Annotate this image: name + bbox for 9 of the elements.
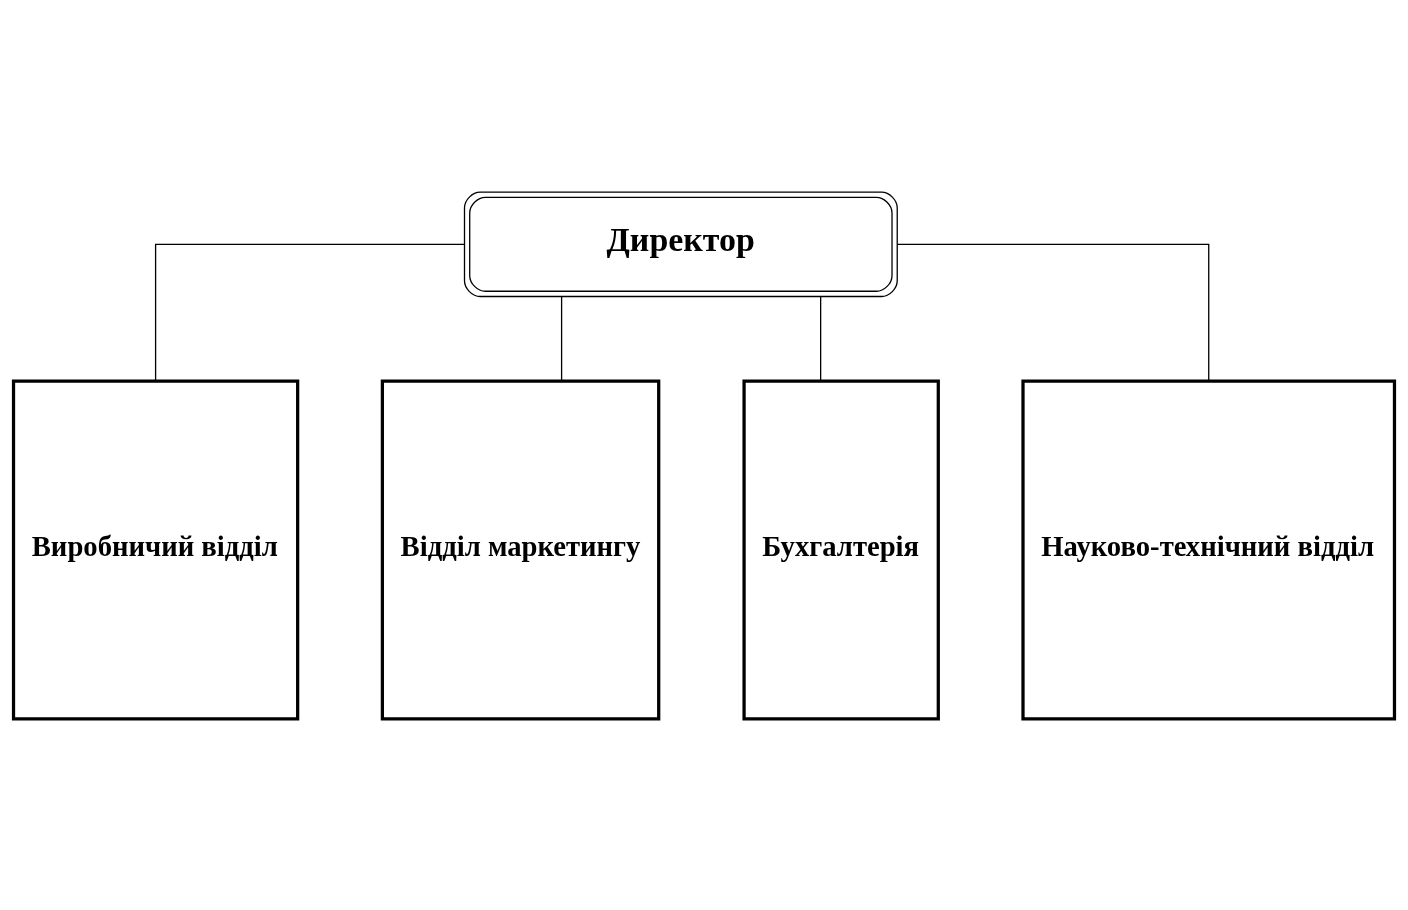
connector [896, 243, 1210, 382]
connector [154, 243, 465, 382]
node-box: Науково-технічний відділ [1021, 379, 1397, 720]
connector [820, 295, 822, 382]
node-box: Відділ маркетингу [380, 379, 661, 720]
connector [560, 295, 563, 382]
node-box: Директор [463, 191, 898, 297]
node-box: Бухгалтерія [742, 379, 940, 720]
node-box: Виробничий відділ [11, 379, 300, 720]
